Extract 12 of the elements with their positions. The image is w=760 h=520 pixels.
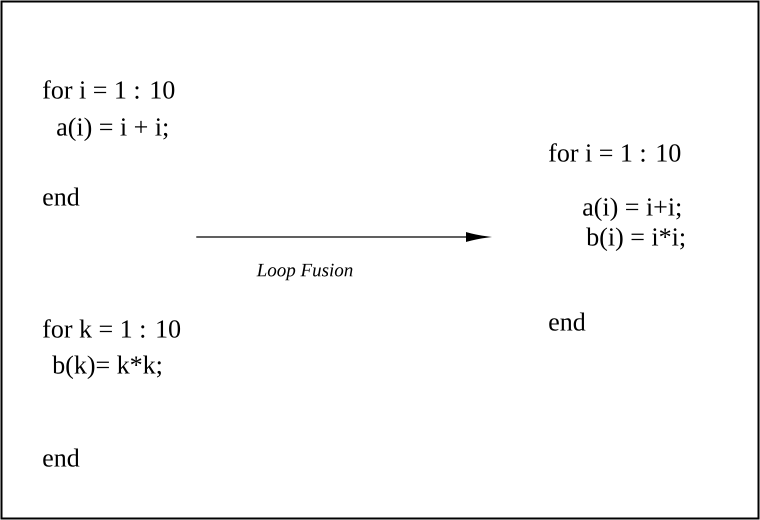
- arrow: [196, 232, 488, 242]
- code-line: a(i) = i + i;: [57, 117, 168, 142]
- code-line: a(i) = i+i;: [583, 197, 680, 222]
- code-line: for i = 1 : 10: [549, 143, 680, 162]
- code-line: end: [43, 448, 80, 467]
- code-line: b(i) = i*i;: [586, 227, 684, 252]
- code-line: end: [43, 187, 80, 206]
- code-line: for i = 1 : 10: [43, 80, 174, 99]
- code-line: end: [549, 312, 586, 331]
- edge-label: Loop Fusion: [256, 264, 352, 280]
- code-line: b(k)= k*k;: [52, 355, 161, 380]
- code-line: for k = 1 : 10: [43, 319, 180, 338]
